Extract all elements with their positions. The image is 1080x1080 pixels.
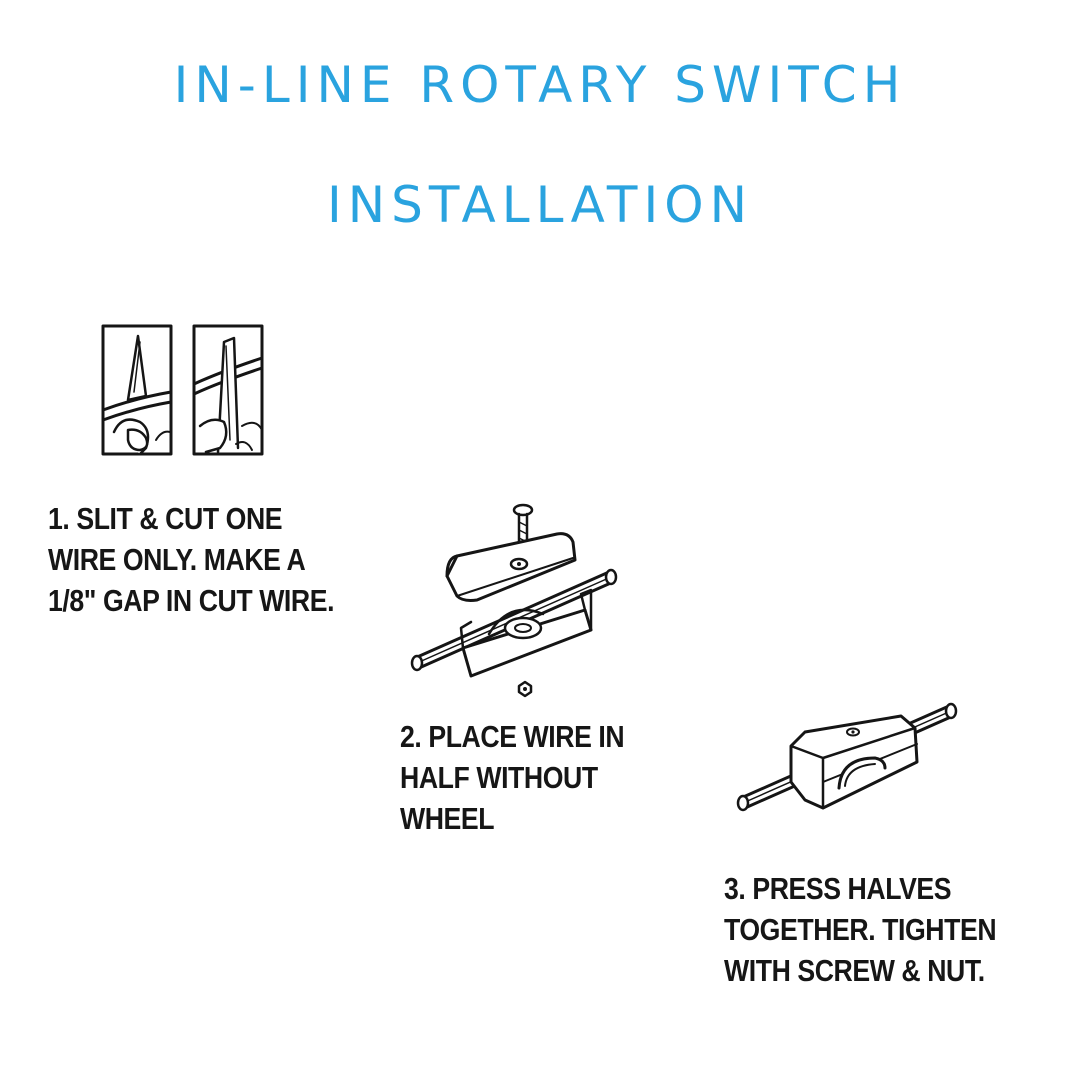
title-line-1: IN-LINE ROTARY SWITCH (173, 56, 907, 114)
assembled-switch-icon (736, 702, 958, 812)
step-1-line-1: 1. SLIT & CUT ONE (48, 501, 283, 536)
step-2-line-3: WHEEL (400, 801, 495, 836)
step-1-line-2: WIRE ONLY. MAKE A (48, 542, 306, 577)
nut-icon (517, 680, 533, 698)
step-3-line-3: WITH SCREW & NUT. (724, 953, 985, 988)
cut-wire-panel (192, 324, 264, 456)
open-switch-housing-icon (410, 503, 618, 698)
step-3-instructions: 3. PRESS HALVES TOGETHER. TIGHTEN WITH S… (724, 868, 997, 991)
step-3-line-2: TOGETHER. TIGHTEN (724, 912, 997, 947)
step-2-line-2: HALF WITHOUT (400, 760, 598, 795)
step-2-instructions: 2. PLACE WIRE IN HALF WITHOUT WHEEL (400, 716, 625, 839)
slit-wire-panel (101, 324, 173, 456)
step-2-line-1: 2. PLACE WIRE IN (400, 719, 625, 754)
step-1-instructions: 1. SLIT & CUT ONE WIRE ONLY. MAKE A 1/8"… (48, 498, 334, 621)
switch-top-half (445, 532, 577, 602)
rotary-wheel-icon (837, 756, 887, 790)
title-line-2: INSTALLATION (327, 176, 753, 234)
step-3-line-1: 3. PRESS HALVES (724, 871, 952, 906)
knife-slitting-wire-icon (101, 324, 264, 456)
screw-icon (512, 503, 534, 552)
switch-bottom-half (459, 588, 593, 678)
step-1-line-3: 1/8" GAP IN CUT WIRE. (48, 583, 335, 618)
